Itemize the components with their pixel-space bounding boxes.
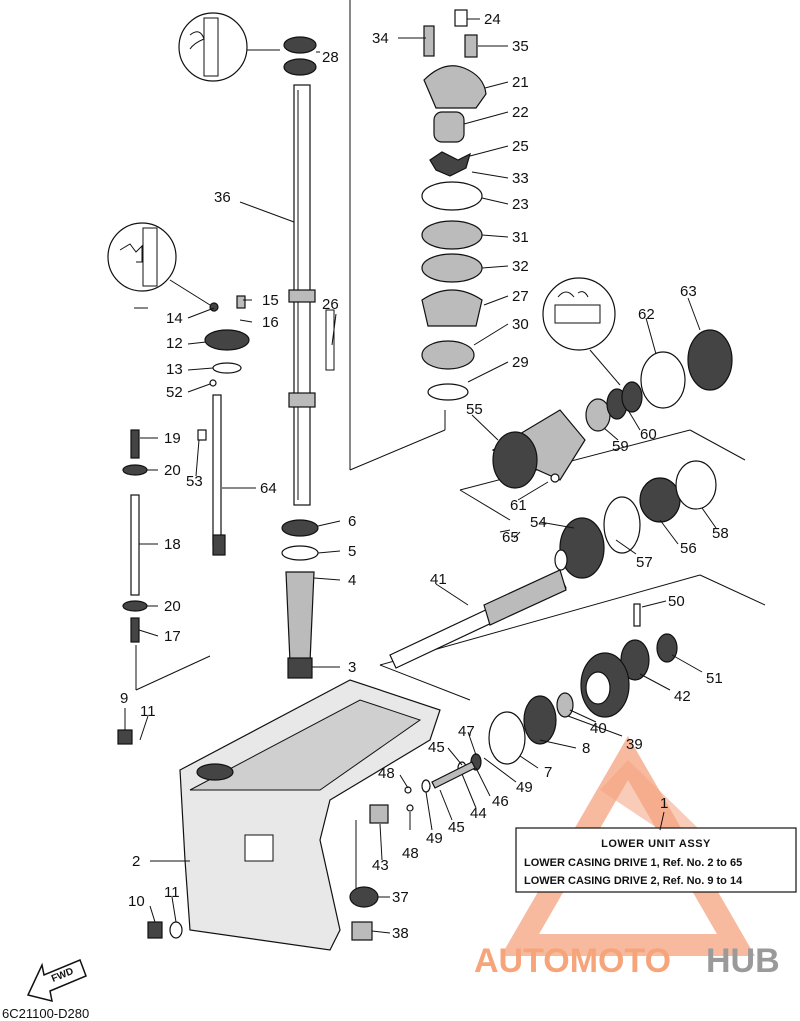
watermark-text-hub: HUB <box>706 942 780 980</box>
label-part-45-upper: 45 <box>428 739 445 756</box>
label-part-8: 8 <box>582 740 590 757</box>
label-part-63: 63 <box>680 283 697 300</box>
label-part-15: 15 <box>262 292 279 309</box>
label-part-5: 5 <box>348 543 356 560</box>
label-part-24: 24 <box>484 11 501 28</box>
leader-lines <box>124 18 717 934</box>
label-part-20-upper: 20 <box>164 462 181 479</box>
label-part-13: 13 <box>166 361 183 378</box>
label-part-54: 54 <box>530 514 547 531</box>
detail-view-clip-left <box>107 222 211 306</box>
label-part-27: 27 <box>512 288 529 305</box>
lower-unit-info-box: LOWER UNIT ASSY LOWER CASING DRIVE 1, Re… <box>515 827 797 893</box>
label-part-23: 23 <box>512 196 529 213</box>
label-part-11-lower: 11 <box>164 884 180 901</box>
label-part-25: 25 <box>512 138 529 155</box>
label-part-42: 42 <box>674 688 691 705</box>
label-part-21: 21 <box>512 74 529 91</box>
label-part-33: 33 <box>512 170 529 187</box>
detail-view-bearing-right <box>542 277 621 386</box>
part-number-labels: 1 2 3 4 5 6 7 8 9 10 11 11 12 13 14 15 1… <box>120 11 729 942</box>
detail-view-seal-top <box>178 12 280 82</box>
label-part-59: 59 <box>612 438 629 455</box>
clutch-gear-parts <box>349 603 678 941</box>
water-pump-stack <box>421 9 487 401</box>
label-part-64: 64 <box>260 480 277 497</box>
label-part-49-left: 49 <box>426 830 443 847</box>
label-part-14: 14 <box>166 310 183 327</box>
drive-shaft-assembly <box>281 36 319 679</box>
label-part-19: 19 <box>164 430 181 447</box>
label-part-26: 26 <box>322 296 339 313</box>
label-part-34: 34 <box>372 30 389 47</box>
label-part-38: 38 <box>392 925 409 942</box>
label-part-44: 44 <box>470 805 487 822</box>
label-part-10: 10 <box>128 893 145 910</box>
label-part-32: 32 <box>512 258 529 275</box>
label-part-57: 57 <box>636 554 653 571</box>
label-part-31: 31 <box>512 229 529 246</box>
label-part-58: 58 <box>712 525 729 542</box>
label-part-12: 12 <box>166 335 183 352</box>
lower-casing <box>179 679 441 951</box>
watermark-text-automoto: AUTOMOTO <box>474 942 671 980</box>
propeller-shaft-assembly <box>389 409 717 669</box>
label-part-62: 62 <box>638 306 655 323</box>
label-part-6: 6 <box>348 513 356 530</box>
label-part-39: 39 <box>626 736 643 753</box>
label-part-17: 17 <box>164 628 181 645</box>
label-part-37: 37 <box>392 889 409 906</box>
label-part-50: 50 <box>668 593 685 610</box>
label-part-51: 51 <box>706 670 723 687</box>
diagram-code: 6C21100-D280 <box>2 1006 89 1021</box>
label-part-40: 40 <box>590 720 607 737</box>
label-part-65: 65 <box>502 529 519 546</box>
label-part-47: 47 <box>458 723 475 740</box>
label-part-22: 22 <box>512 104 529 121</box>
label-part-16: 16 <box>262 314 279 331</box>
label-part-7: 7 <box>544 764 552 781</box>
label-part-29: 29 <box>512 354 529 371</box>
fwd-direction-arrow: FWD <box>26 959 87 1003</box>
label-part-11-upper: 11 <box>140 703 156 720</box>
label-part-48-lower: 48 <box>402 845 419 862</box>
info-box-line-1: LOWER CASING DRIVE 1, Ref. No. 2 to 65 <box>524 857 742 869</box>
label-part-55: 55 <box>466 401 483 418</box>
label-part-18: 18 <box>164 536 181 553</box>
label-part-30: 30 <box>512 316 529 333</box>
label-part-43: 43 <box>372 857 389 874</box>
label-part-46: 46 <box>492 793 509 810</box>
label-part-45-lower: 45 <box>448 819 465 836</box>
shift-rod-assembly <box>204 295 250 556</box>
label-part-20-lower: 20 <box>164 598 181 615</box>
label-part-1: 1 <box>660 795 668 812</box>
label-part-2: 2 <box>132 853 140 870</box>
label-part-56: 56 <box>680 540 697 557</box>
label-part-4: 4 <box>348 572 356 589</box>
label-part-60: 60 <box>640 426 657 443</box>
label-part-53: 53 <box>186 473 203 490</box>
label-part-49-right: 49 <box>516 779 533 796</box>
label-part-48-upper: 48 <box>378 765 395 782</box>
label-part-9: 9 <box>120 690 128 707</box>
label-part-41: 41 <box>430 571 447 588</box>
label-part-36: 36 <box>214 189 231 206</box>
label-part-52: 52 <box>166 384 183 401</box>
label-part-35: 35 <box>512 38 529 55</box>
label-part-61: 61 <box>510 497 527 514</box>
label-part-3: 3 <box>348 659 356 676</box>
info-box-line-2: LOWER CASING DRIVE 2, Ref. No. 9 to 14 <box>524 875 743 887</box>
info-box-title: LOWER UNIT ASSY <box>601 838 711 850</box>
bearing-carrier-parts <box>585 329 733 432</box>
label-part-28: 28 <box>322 49 339 66</box>
